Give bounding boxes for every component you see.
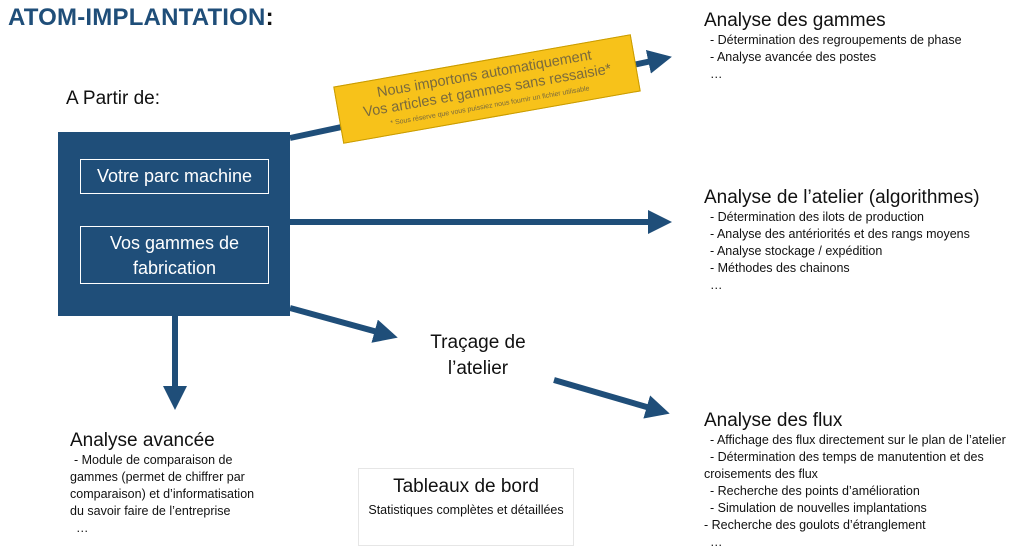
tracage-label: Traçage de l’atelier <box>430 332 526 379</box>
list-item: - Recherche des points d’amélioration <box>710 484 920 498</box>
list-item: - Analyse avancée des postes <box>710 50 877 64</box>
section-avancee: Analyse avancée - Module de comparaison … <box>70 430 300 537</box>
list-item: … <box>76 521 89 535</box>
list-item: - Détermination des temps de manutention… <box>710 450 984 464</box>
source-parc-machine: Votre parc machine <box>80 159 269 194</box>
dashboard-box: Tableaux de bord Statistiques complètes … <box>358 468 574 546</box>
page-title: ATOM-IMPLANTATION: <box>8 4 274 31</box>
list-item: … <box>710 67 723 81</box>
section-atelier: Analyse de l’atelier (algorithmes) - Dét… <box>704 187 980 294</box>
list-item: - Simulation de nouvelles implantations <box>710 501 927 515</box>
list-item: - Analyse des antériorités et des rangs … <box>710 227 970 241</box>
arrow-to-tracage <box>289 305 398 343</box>
list-item: croisements des flux <box>704 467 818 481</box>
source-gammes-fabrication: Vos gammes de fabrication <box>80 226 269 284</box>
intro-label: A Partir de: <box>66 88 160 109</box>
dashboard-title: Tableaux de bord <box>393 476 539 497</box>
list-item: comparaison) et d’informatisation <box>70 487 255 501</box>
list-item: du savoir faire de l’entreprise <box>70 504 231 518</box>
list-item: - Détermination des ilots de production <box>710 210 925 224</box>
list-item: - Analyse stockage / expédition <box>710 244 883 258</box>
section-gammes: Analyse des gammes - Détermination des r… <box>704 10 962 83</box>
list-item: - Affichage des flux directement sur le … <box>710 433 1006 447</box>
arrow-to-flux <box>553 377 670 419</box>
section-title: Analyse de l’atelier (algorithmes) <box>704 187 980 208</box>
section-flux: Analyse des flux - Affichage des flux di… <box>704 410 1006 551</box>
list-item: … <box>710 278 723 292</box>
list-item: gammes (permet de chiffrer par <box>70 470 245 484</box>
section-title: Analyse des gammes <box>704 10 886 31</box>
list-item: - Recherche des goulots d’étranglement <box>704 518 926 532</box>
list-item: - Détermination des regroupements de pha… <box>710 33 962 47</box>
dashboard-subtitle: Statistiques complètes et détaillées <box>368 503 564 517</box>
list-item: - Module de comparaison de <box>74 453 233 467</box>
list-item: - Méthodes des chainons <box>710 261 850 275</box>
section-title: Analyse des flux <box>704 410 843 431</box>
section-title: Analyse avancée <box>70 430 215 451</box>
list-item: … <box>710 535 723 549</box>
source-box: Votre parc machine Vos gammes de fabrica… <box>58 132 290 316</box>
